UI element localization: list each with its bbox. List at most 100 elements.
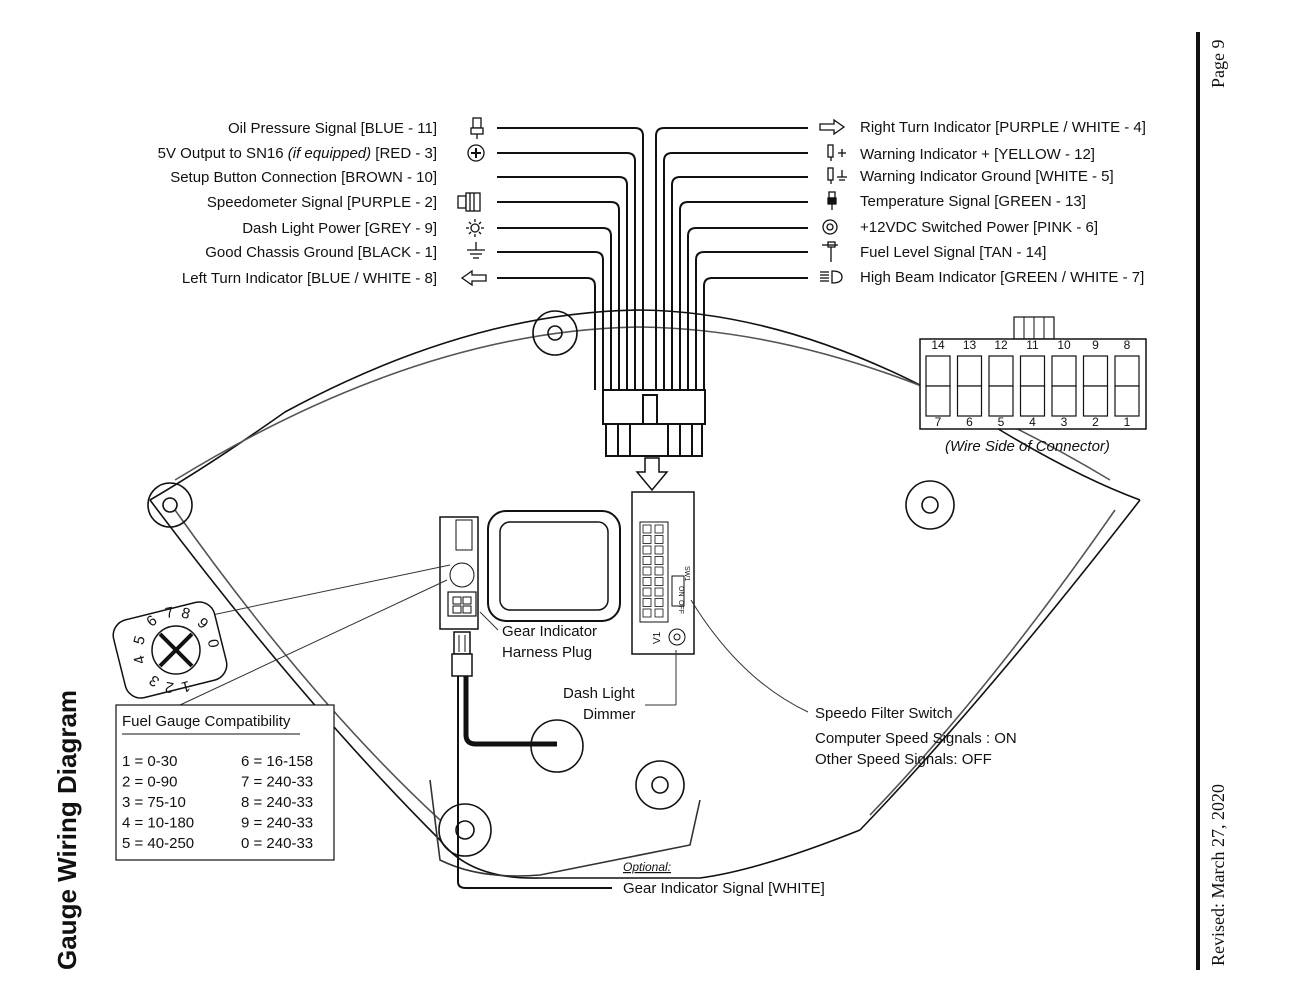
dimmer-label-2: Dimmer	[583, 706, 636, 723]
fuel-table-entry: 6 = 16-158	[241, 753, 313, 770]
fuel-table-title: Fuel Gauge Compatibility	[122, 713, 291, 730]
board-pin	[642, 566, 652, 576]
fuel-level-label: Fuel Level Signal [TAN - 14]	[860, 244, 1046, 261]
connector-pin-cell	[1114, 385, 1140, 417]
page-title: Gauge Wiring Diagram	[52, 690, 82, 970]
temperature-signal-label: Temperature Signal [GREEN - 13]	[860, 193, 1086, 210]
dial-digit: 7	[164, 604, 175, 622]
callout-leaders	[149, 564, 809, 713]
right-wire-bundle	[655, 127, 808, 390]
connector-pin-number: 14	[931, 338, 945, 352]
speedo-filter-label: Speedo Filter Switch	[815, 705, 953, 722]
connector-pin-number: 12	[994, 338, 1008, 352]
board-pin	[642, 608, 652, 618]
oil-pressure-sender-icon	[470, 117, 484, 139]
connector-pin-number: 4	[1029, 415, 1036, 429]
connector-pin-cell	[925, 355, 951, 387]
chassis-ground-label: Good Chassis Ground [BLACK - 1]	[205, 244, 437, 261]
v1-label: V1	[652, 631, 663, 644]
sun-light-icon	[466, 219, 484, 237]
board-pin	[642, 577, 652, 586]
gear-signal-label: Gear Indicator Signal [WHITE]	[623, 880, 825, 897]
other-signals-label: Other Speed Signals: OFF	[815, 751, 992, 768]
temperature-sender-icon	[827, 191, 837, 210]
connector-pin-cell	[988, 355, 1014, 387]
connector-pin-number: 3	[1061, 415, 1068, 429]
sw1-label: SW1	[683, 566, 690, 581]
connector-pin-number: 8	[1124, 338, 1131, 352]
fuel-table-entry: 2 = 0-90	[122, 774, 177, 791]
board-pin	[642, 535, 652, 544]
computer-signals-label: Computer Speed Signals : ON	[815, 730, 1017, 747]
board-pin	[654, 577, 664, 586]
connector-pin-cell	[988, 385, 1014, 417]
fuel-table-entry: 1 = 0-30	[122, 753, 177, 770]
connector-pin-cell	[1051, 385, 1077, 417]
gear-harness-wire	[451, 631, 612, 889]
gear-plug-label-1: Gear Indicator	[502, 623, 597, 640]
left-turn-label: Left Turn Indicator [BLUE / WHITE - 8]	[182, 270, 437, 287]
left-wire-bundle	[497, 127, 644, 390]
oil-pressure-label: Oil Pressure Signal [BLUE - 11]	[228, 120, 437, 137]
connector-pin-cell	[1082, 355, 1109, 387]
5v-output-label: 5V Output to SN16 (if equipped) [RED - 3…	[158, 145, 437, 162]
high-beam-label: High Beam Indicator [GREEN / WHITE - 7]	[860, 269, 1144, 286]
connector-caption: (Wire Side of Connector)	[945, 438, 1110, 455]
connector-pin-number: 10	[1057, 338, 1071, 352]
connector-pin-cell	[1114, 355, 1140, 387]
warning-ground-label: Warning Indicator Ground [WHITE - 5]	[860, 168, 1114, 185]
ignition-key-icon	[822, 219, 838, 235]
board-pin	[642, 524, 652, 534]
page-number: Page 9	[1208, 40, 1228, 89]
board-pin	[654, 608, 664, 618]
board-pin	[654, 566, 664, 576]
board-pin	[654, 556, 664, 565]
dial-digit: 2	[164, 678, 175, 696]
connector-pin-cell	[1082, 385, 1109, 417]
switch-on-label: ON	[677, 586, 684, 597]
connector-pin-cell	[956, 355, 983, 387]
board-pin	[654, 545, 664, 555]
warning-plus-label: Warning Indicator + [YELLOW - 12]	[860, 146, 1095, 163]
board-pin	[654, 587, 664, 597]
fuel-table-entry: 0 = 240-33	[241, 835, 313, 852]
board-pin	[642, 556, 652, 565]
indicator-plus-icon	[827, 144, 846, 161]
gauge-housing	[147, 309, 1141, 879]
right-wire-labels: Right Turn Indicator [PURPLE / WHITE - 4…	[860, 119, 1146, 286]
fuel-table-entry: 9 = 240-33	[241, 815, 313, 832]
connector-pin-number: 6	[966, 415, 973, 429]
connector-pin-number: 13	[963, 338, 977, 352]
fuel-sender-icon	[822, 241, 838, 262]
gear-plug-label-2: Harness Plug	[502, 644, 592, 661]
switch-off-label: OFF	[677, 600, 684, 614]
board-pin	[642, 587, 652, 597]
switched-power-label: +12VDC Switched Power [PINK - 6]	[860, 219, 1098, 236]
fuel-selector-dial	[112, 601, 228, 699]
left-arrow-icon	[460, 269, 487, 287]
fuel-compat-table	[115, 704, 335, 861]
dash-light-power-label: Dash Light Power [GREY - 9]	[242, 220, 437, 237]
connector-pin-cell	[1019, 385, 1046, 417]
connector-pin-number: 2	[1092, 415, 1099, 429]
dimmer-label-1: Dash Light	[563, 685, 636, 702]
fuel-table-entry: 3 = 75-10	[122, 794, 186, 811]
setup-button-label: Setup Button Connection [BROWN - 10]	[170, 169, 437, 186]
fuel-table-entry: 4 = 10-180	[122, 815, 194, 832]
speed-sensor-icon	[457, 192, 481, 212]
speedometer-signal-label: Speedometer Signal [PURPLE - 2]	[207, 194, 437, 211]
revised-date: Revised: March 27, 2020	[1208, 784, 1228, 966]
connector-pin-number: 1	[1124, 415, 1131, 429]
connector-pin-cell	[956, 385, 983, 417]
connector-pin-number: 7	[935, 415, 942, 429]
optional-label: Optional:	[623, 860, 671, 874]
indicator-ground-icon	[827, 167, 847, 184]
down-arrow-icon	[635, 457, 669, 492]
right-turn-label: Right Turn Indicator [PURPLE / WHITE - 4…	[860, 119, 1146, 136]
connector-pin-cell	[925, 385, 951, 417]
ground-symbol-icon	[467, 242, 485, 259]
connector-pin-cell	[1019, 355, 1046, 387]
